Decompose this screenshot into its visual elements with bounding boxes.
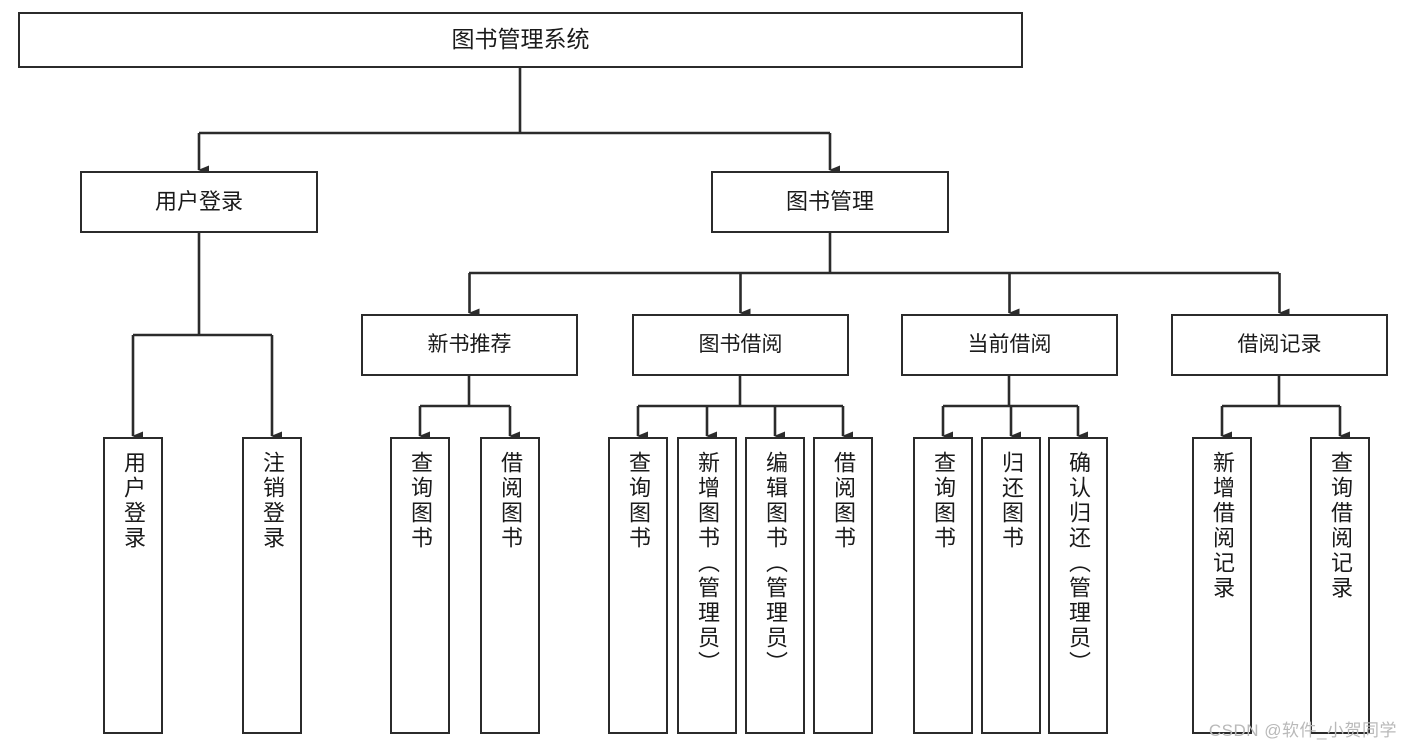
node-leaf-add-book[interactable]: 新增图书（管理员） [677,437,737,734]
node-leaf-add-record[interactable]: 新增借阅记录 [1192,437,1252,734]
node-book-manage[interactable]: 图书管理 [711,171,949,233]
node-leaf-confirm-return[interactable]: 确认归还（管理员） [1048,437,1108,734]
node-book-borrow[interactable]: 图书借阅 [632,314,849,376]
node-label: 确认归还（管理员） [1066,451,1091,676]
node-label: 归还图书 [999,451,1024,551]
node-label: 用户登录 [154,189,243,215]
node-leaf-query-book-3[interactable]: 查询图书 [913,437,973,734]
node-leaf-user-login[interactable]: 用户登录 [103,437,163,734]
node-leaf-return-book[interactable]: 归还图书 [981,437,1041,734]
node-label: 注销登录 [260,451,285,551]
node-label: 编辑图书（管理员） [763,451,788,676]
node-leaf-edit-book[interactable]: 编辑图书（管理员） [745,437,805,734]
node-label: 查询图书 [408,451,433,551]
node-label: 借阅记录 [1237,332,1322,356]
node-current-borrow[interactable]: 当前借阅 [901,314,1118,376]
node-label: 用户登录 [121,451,146,551]
node-root[interactable]: 图书管理系统 [18,12,1023,68]
node-label: 借阅图书 [831,451,856,551]
node-borrow-record[interactable]: 借阅记录 [1171,314,1388,376]
node-label: 查询图书 [626,451,651,551]
node-leaf-borrow-book-2[interactable]: 借阅图书 [813,437,873,734]
node-label: 查询图书 [931,451,956,551]
node-new-book-recommend[interactable]: 新书推荐 [361,314,578,376]
node-leaf-borrow-book-1[interactable]: 借阅图书 [480,437,540,734]
node-label: 图书借阅 [698,332,783,356]
node-label: 图书管理系统 [451,26,590,53]
node-leaf-logout[interactable]: 注销登录 [242,437,302,734]
node-leaf-query-record[interactable]: 查询借阅记录 [1310,437,1370,734]
node-label: 新增图书（管理员） [695,451,720,676]
node-label: 图书管理 [785,189,874,215]
watermark-text: CSDN @软件_小贺同学 [1208,721,1397,740]
node-label: 新书推荐 [427,332,512,356]
node-label: 查询借阅记录 [1328,451,1353,601]
node-leaf-query-book-1[interactable]: 查询图书 [390,437,450,734]
node-label: 借阅图书 [498,451,523,551]
node-leaf-query-book-2[interactable]: 查询图书 [608,437,668,734]
node-label: 新增借阅记录 [1210,451,1235,601]
connector-paths [131,68,1350,441]
node-label: 当前借阅 [967,332,1052,356]
node-user-login[interactable]: 用户登录 [80,171,318,233]
